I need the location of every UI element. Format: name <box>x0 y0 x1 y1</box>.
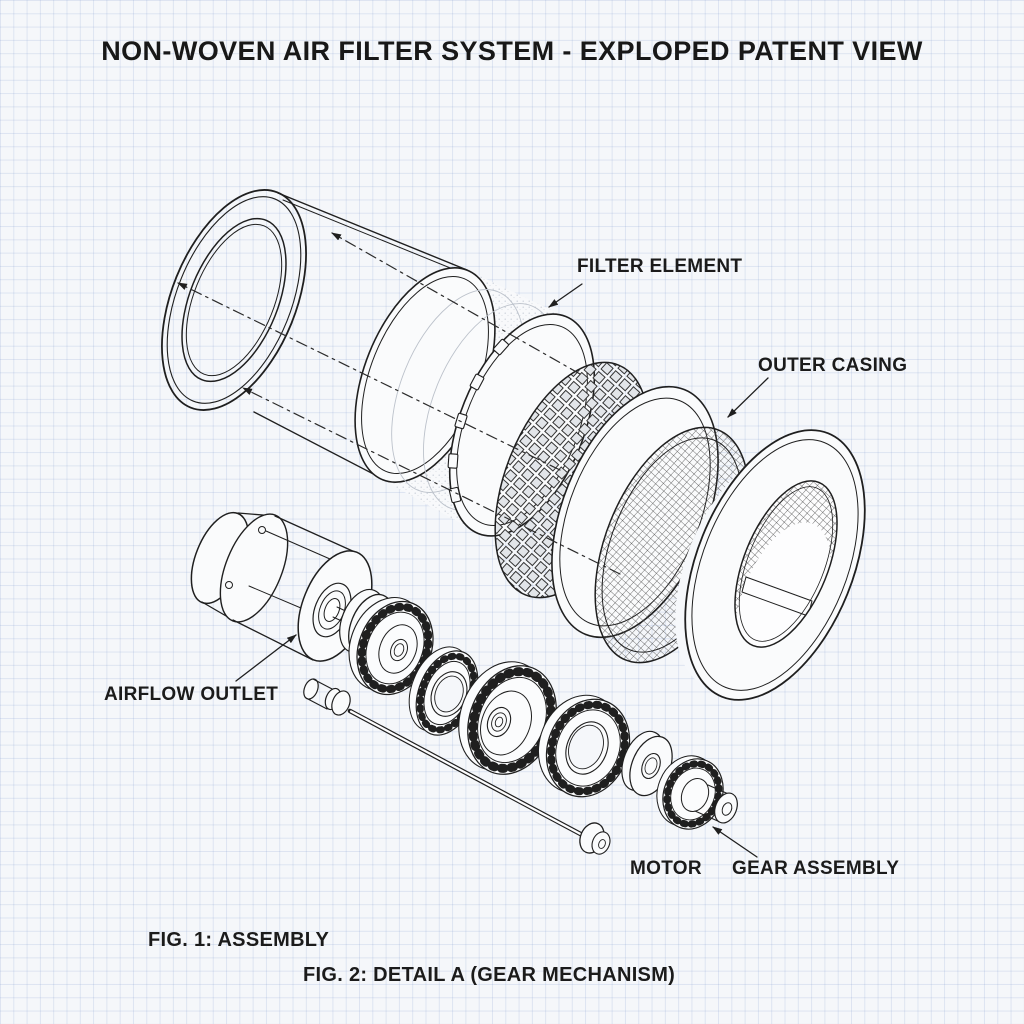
end-ring <box>684 429 866 701</box>
label-gear-assembly: GEAR ASSEMBLY <box>732 858 900 879</box>
label-outer-casing: OUTER CASING <box>758 355 908 376</box>
gear-e-pinion <box>656 755 738 830</box>
leader-filter-element <box>548 283 583 308</box>
leader-gear-assembly <box>712 826 758 858</box>
page-title: NON-WOVEN AIR FILTER SYSTEM - EXPLOPED P… <box>101 36 923 66</box>
gear-b <box>458 661 557 775</box>
housing-tube <box>253 192 471 480</box>
gear-a <box>348 596 434 696</box>
gasket-ring <box>161 189 307 411</box>
label-filter-element: FILTER ELEMENT <box>577 256 743 277</box>
drive-shaft <box>303 678 611 855</box>
leader-outer-casing <box>727 377 769 418</box>
label-motor: MOTOR <box>630 858 702 879</box>
leader-lines <box>235 283 769 858</box>
label-airflow-outlet: AIRFLOW OUTLET <box>104 684 279 705</box>
caption-fig2: FIG. 2: DETAIL A (GEAR MECHANISM) <box>303 964 676 986</box>
gear-c-ring <box>537 694 631 798</box>
leader-airflow-outlet <box>235 634 297 682</box>
axis-centerlines <box>177 232 621 575</box>
caption-fig1: FIG. 1: ASSEMBLY <box>148 929 330 951</box>
